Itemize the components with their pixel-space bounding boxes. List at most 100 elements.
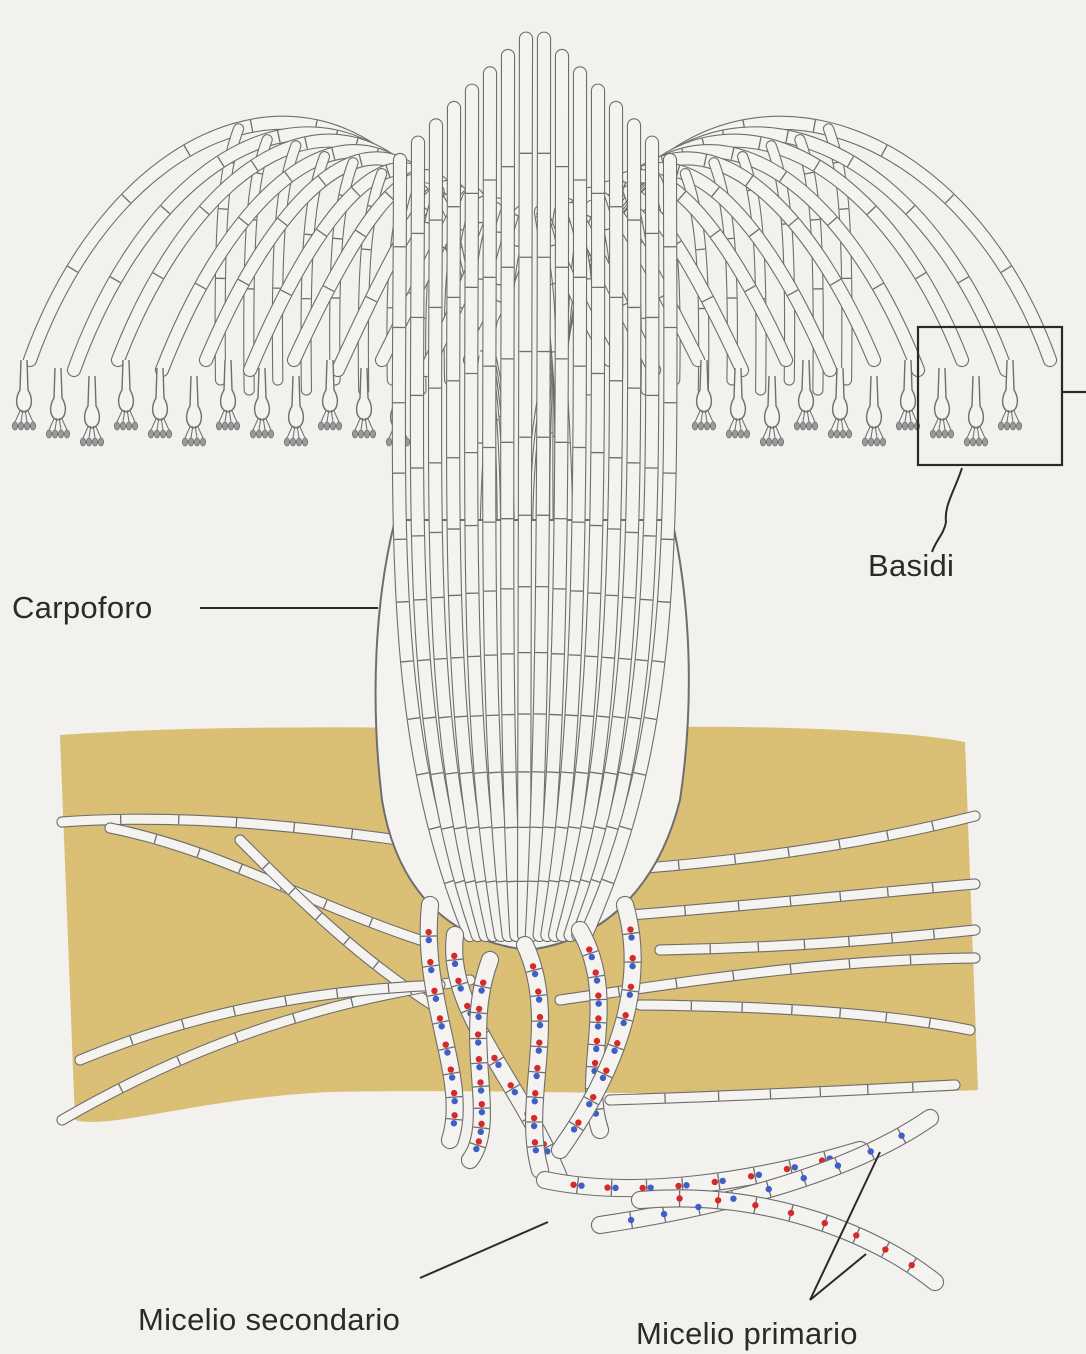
sterigma [899,410,904,422]
septum [550,714,562,715]
spore [930,430,935,438]
spore [806,422,811,430]
basidium [46,368,69,438]
spore [364,430,369,438]
basidium-cell [17,360,32,412]
spore [982,438,987,446]
nucleus-blue [898,1132,904,1138]
spore [302,438,307,446]
nucleus-blue [730,1196,736,1202]
sterigma [151,418,156,430]
nucleus-red [586,946,592,952]
nucleus-blue [478,987,484,993]
septum [418,660,430,661]
nucleus-blue [438,1023,444,1029]
nucleus-red [451,953,457,959]
spore [896,422,901,430]
spore [132,422,137,430]
sterigma [28,410,33,422]
basidium [352,368,375,438]
nucleus-red [675,1183,681,1189]
nucleus-red [443,1041,449,1047]
spore [732,430,737,438]
nucleus-red [491,1055,497,1061]
nucleus-red [712,1179,718,1185]
spore [948,430,953,438]
primary-hypha-red [640,1190,935,1282]
septum [294,823,295,832]
nucleus-blue [611,1048,617,1054]
basidium-cell [119,360,134,412]
basidium [12,360,35,430]
sterigma [355,418,360,430]
nucleus-blue [451,1120,457,1126]
sterigma [946,418,951,430]
nucleus-red [537,1014,543,1020]
basidia-group [12,360,1021,446]
nucleus-red [464,1003,470,1009]
spore [744,430,749,438]
basidium [862,376,885,446]
spore [766,438,771,446]
spore [936,430,941,438]
nucleus-red [427,959,433,965]
spore [386,438,391,446]
basidium-cell [255,368,270,420]
leader-basidi [932,468,962,552]
sterigma [368,418,373,430]
nucleus-blue [593,1046,599,1052]
spore [800,422,805,430]
nucleus-red [431,988,437,994]
sterigma [300,426,305,438]
spore [318,422,323,430]
nucleus-red [629,955,635,961]
nucleus-red [531,1115,537,1121]
nucleus-blue [766,1186,772,1192]
nucleus-blue [444,1049,450,1055]
sterigma [130,410,135,422]
sterigma [266,418,271,430]
sterigma [878,426,883,438]
septum [471,716,483,717]
spore [738,430,743,438]
sterigma [912,410,917,422]
spore [998,422,1003,430]
sterigma [287,426,292,438]
septum [738,901,739,910]
septum [362,249,371,250]
spore [880,438,885,446]
nucleus-red [535,988,541,994]
nucleus-red [437,1015,443,1021]
septum [811,219,820,220]
nucleus-red [788,1210,794,1216]
septum [585,656,597,657]
sterigma [96,426,101,438]
nucleus-red [628,984,634,990]
nucleus-red [748,1173,754,1179]
septum [678,861,679,870]
spore [120,422,125,430]
sterigma [776,426,781,438]
septum [414,599,426,600]
septum [611,1180,612,1196]
hypha-body [524,39,526,935]
septum [887,887,888,896]
basidium [148,368,171,438]
spore [194,438,199,446]
nucleus-blue [451,1098,457,1104]
nucleus-red [448,1066,454,1072]
nucleus-red [595,1015,601,1021]
septum [792,1005,793,1014]
spore [868,438,873,446]
septum [849,937,850,946]
septum [543,827,555,828]
stem-hypha [518,39,532,935]
septum [696,249,705,250]
septum [840,1008,841,1017]
spore [86,438,91,446]
septum [435,659,447,660]
nucleus-red [882,1246,888,1252]
nucleus-blue [533,1147,539,1153]
nucleus-red [590,1094,596,1100]
nucleus-red [475,1031,481,1037]
